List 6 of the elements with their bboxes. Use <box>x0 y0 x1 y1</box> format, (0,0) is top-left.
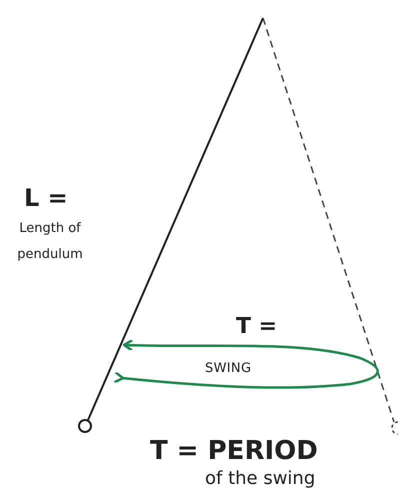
description-label: of the swing <box>205 467 316 491</box>
formula-label: T = PERIOD <box>150 435 318 468</box>
symbol-label: L = <box>24 183 68 214</box>
arrow-label: SWING <box>205 360 252 378</box>
symbol-label: T = <box>236 313 278 341</box>
description-label: Length of pendulum <box>16 220 84 264</box>
